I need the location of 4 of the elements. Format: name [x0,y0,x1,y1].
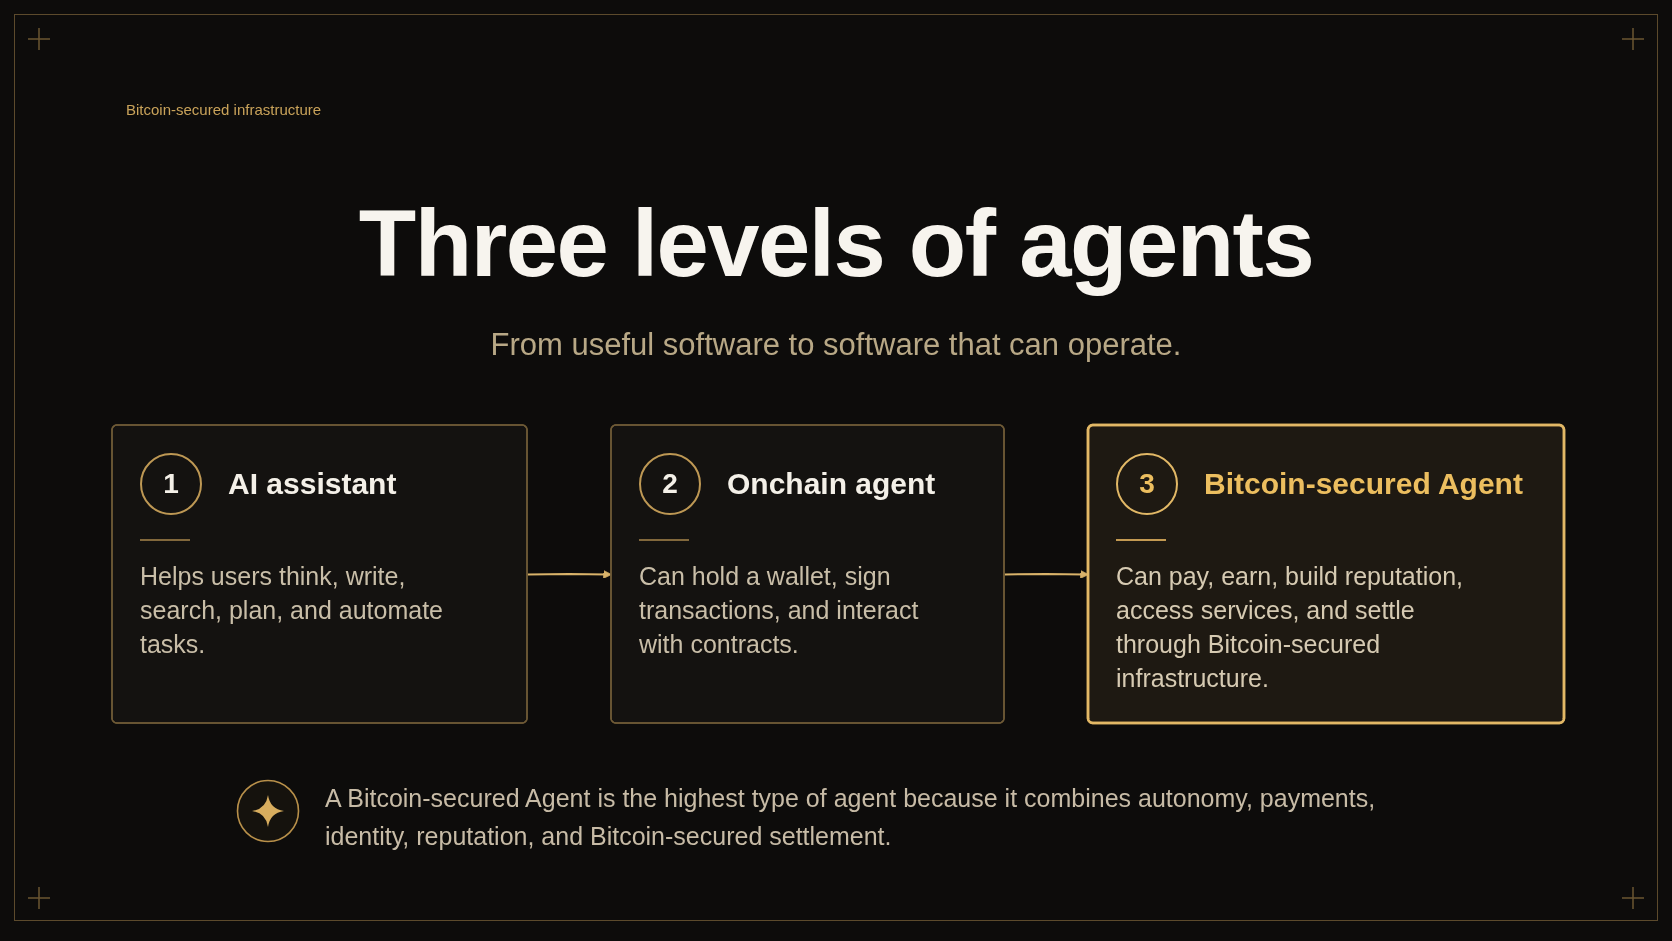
title: Three levels of agents [358,192,1314,296]
footnote-text: A Bitcoin-secured Agent is the highest type of agent because it combines autonomy, payments, identity, reputation, and Bitcoin-secured settlement. [325,783,1377,852]
subtitle: From useful software to software that can operate. [490,326,1182,364]
tagline: Bitcoin-secured infrastructure [126,101,322,118]
